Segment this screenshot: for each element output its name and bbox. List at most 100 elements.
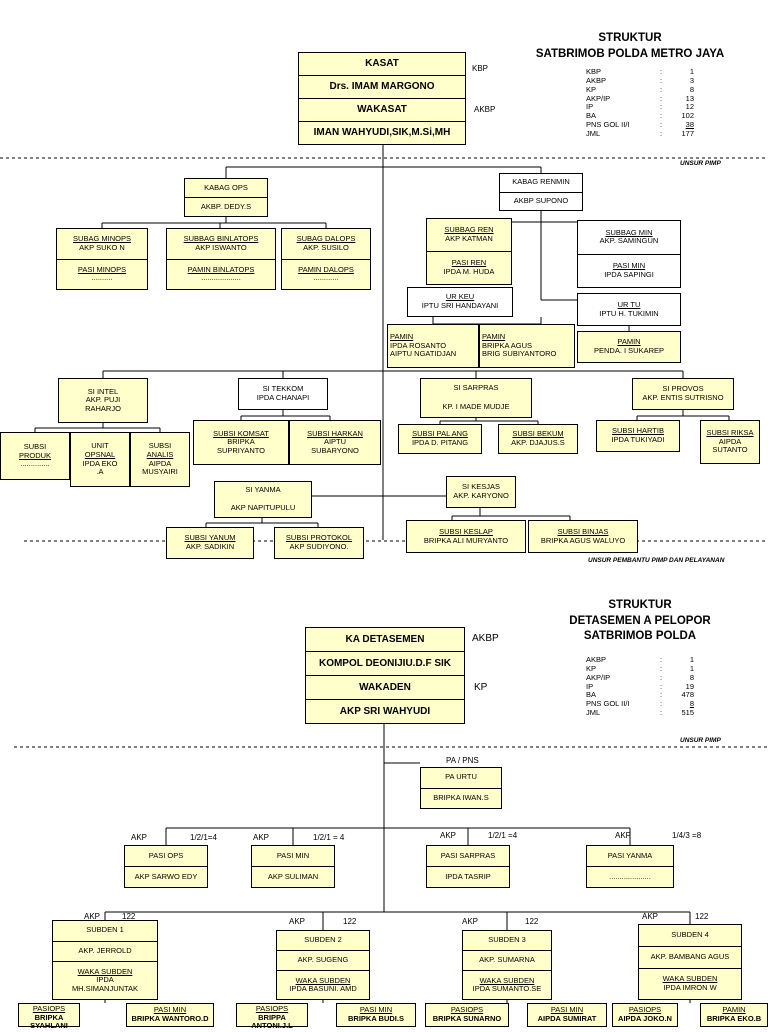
subsi-produk-line1: SUBSI: [23, 442, 47, 452]
subden4-pasiops-name: AIPDA JOKO.N: [618, 1014, 672, 1023]
subden1-pasiops-name: BRIPKA SYAHLANI: [30, 1012, 68, 1031]
chart2-unsur-pimp-label: UNSUR PIMP: [680, 737, 721, 744]
pasi-minops-title: PASI MINOPS: [77, 264, 127, 274]
subbag-minops-title: SUBAG MINOPS: [73, 234, 131, 244]
stat-row: PNS GOL II/I:38: [586, 120, 694, 130]
pasi-min-name: IPDA SAPINGI: [604, 269, 654, 279]
kabag-ops-title: KABAG OPS: [204, 182, 248, 192]
siyanma-title: SI YANMA: [245, 485, 281, 495]
subsi-yanum-title: SUBSI YANUM: [184, 533, 236, 543]
stat-value: 8: [689, 672, 694, 682]
stat-colon: :: [660, 663, 663, 673]
siintel-title: SI INTEL: [87, 386, 119, 396]
siintel-line2: RAHARJO: [85, 403, 121, 413]
urtu-title: UR TU: [617, 299, 641, 309]
pasi-sarpras-title: PASI SARPRAS: [440, 850, 496, 860]
subden2-pasiops-title: PASIOPS: [255, 1004, 289, 1013]
stat-row: AKBP:3: [586, 75, 694, 86]
ka-detasemen-rank: AKBP: [472, 633, 499, 644]
subden2-rank: AKP: [289, 917, 306, 926]
stat-value: 13: [685, 93, 694, 103]
wakasat-rank: AKBP: [474, 105, 496, 114]
stat-value: 515: [681, 708, 694, 718]
ka-detasemen-box: KA DETASEMEN KOMPOL DEONIJIU.D.F SIK WAK…: [305, 627, 465, 724]
subsi-analis-line1: SUBSI: [148, 441, 172, 451]
subbag-binlatops-title: SUBBAG BINLATOPS: [183, 234, 259, 244]
stat-key: IP: [586, 102, 594, 112]
subsi-bekum-title: SUBSI BEKUM: [512, 429, 564, 439]
pasi-sarpras-name: IPDA TASRIP: [427, 866, 509, 887]
wakasat-title: WAKASAT: [299, 98, 465, 121]
subsi-produk-line3: ..............: [20, 459, 50, 469]
subden1-pasimin-title: PASI MIN: [153, 1005, 187, 1015]
urkeu-name: IPTU SRI HANDAYANI: [421, 301, 499, 310]
pamin-sukarep-title: PAMIN: [617, 337, 641, 347]
pasi-min-title: PASI MIN: [612, 261, 646, 271]
stat-colon: :: [660, 84, 663, 94]
subden3-pasiops-title: PASIOPS: [450, 1005, 484, 1015]
subsi-riksa-title: SUBSI RIKSA: [706, 428, 754, 438]
stat-row: JML:177: [586, 128, 694, 139]
stat-colon: :: [660, 75, 663, 85]
ka-detasemen-title: KA DETASEMEN: [345, 633, 425, 645]
subden1-waka-line1: IPDA: [96, 975, 114, 985]
subden4-waka-title: WAKA SUBDEN: [662, 974, 718, 984]
stat-colon: :: [660, 708, 663, 718]
stat-key: JML: [586, 128, 601, 138]
stat-row: BA:102: [586, 111, 694, 121]
kabag-renmin-box: KABAG RENMIN AKBP SUPONO: [499, 173, 583, 211]
pasi-yanma-name: ....................: [587, 866, 673, 887]
subsi-binjas-name: BRIPKA AGUS WALUYO: [540, 535, 626, 545]
subden2-title: SUBDEN 2: [304, 935, 342, 945]
subden2-pasimin-name: BRIPKA BUDI.S: [348, 1014, 404, 1023]
pasi-sarpras-box: PASI SARPRAS IPDA TASRIP: [426, 845, 510, 888]
subbag-min-title: SUBBAG MIN: [605, 227, 653, 237]
stat-row: AKP/IP:8: [586, 672, 694, 683]
wakaden-rank: KP: [474, 682, 488, 693]
subden1-waka-line2: MH.SIMANJUNTAK: [71, 983, 139, 993]
siyanma-box: SI YANMA AKP NAPITUPULU: [214, 481, 312, 518]
pasi-yanma-rank: AKP: [615, 831, 632, 840]
pamin-dalops-name: ............: [313, 273, 339, 283]
subsi-komsat-line2: SUPRIYANTO: [216, 445, 266, 455]
subden2-waka-title: WAKA SUBDEN: [295, 975, 351, 985]
subden1-title: SUBDEN 1: [86, 925, 124, 935]
subden2-waka-line1: IPDA BASUNI. AMD: [289, 984, 357, 994]
chart1-title-line1: STRUKTUR: [598, 32, 662, 44]
pasi-ops-rank: AKP: [131, 833, 148, 842]
kasat-rank: KBP: [472, 64, 489, 73]
pasi-sarpras-rank: AKP: [440, 831, 457, 840]
subbag-dalops-name: AKP. SUSILO: [303, 242, 349, 252]
stat-key: KP: [586, 663, 597, 673]
sitekkom-name: IPDA CHANAPI: [256, 393, 310, 402]
stat-row: JML: 515: [586, 708, 694, 718]
subden3-waka-title: WAKA SUBDEN: [479, 975, 535, 985]
subsi-produk-line2: PRODUK: [18, 450, 52, 460]
pasi-yanma-title: PASI YANMA: [607, 850, 653, 860]
pasi-ops-ratio: 1/2/1=4: [190, 833, 217, 842]
stat-key: JML: [586, 708, 601, 718]
pa-urtu-box: PA URTU BRIPKA IWAN.S: [420, 767, 502, 809]
stat-key: PNS GOL II/I: [586, 699, 630, 709]
kabag-renmin-title: KABAG RENMIN: [512, 177, 570, 187]
subbag-ren-name: AKP KATMAN: [445, 234, 493, 243]
chart2-title-line2: DETASEMEN A PELOPOR: [569, 614, 711, 627]
subden4-rank: AKP: [642, 912, 659, 921]
pasi-ops-name: AKP SARWO EDY: [125, 866, 207, 887]
